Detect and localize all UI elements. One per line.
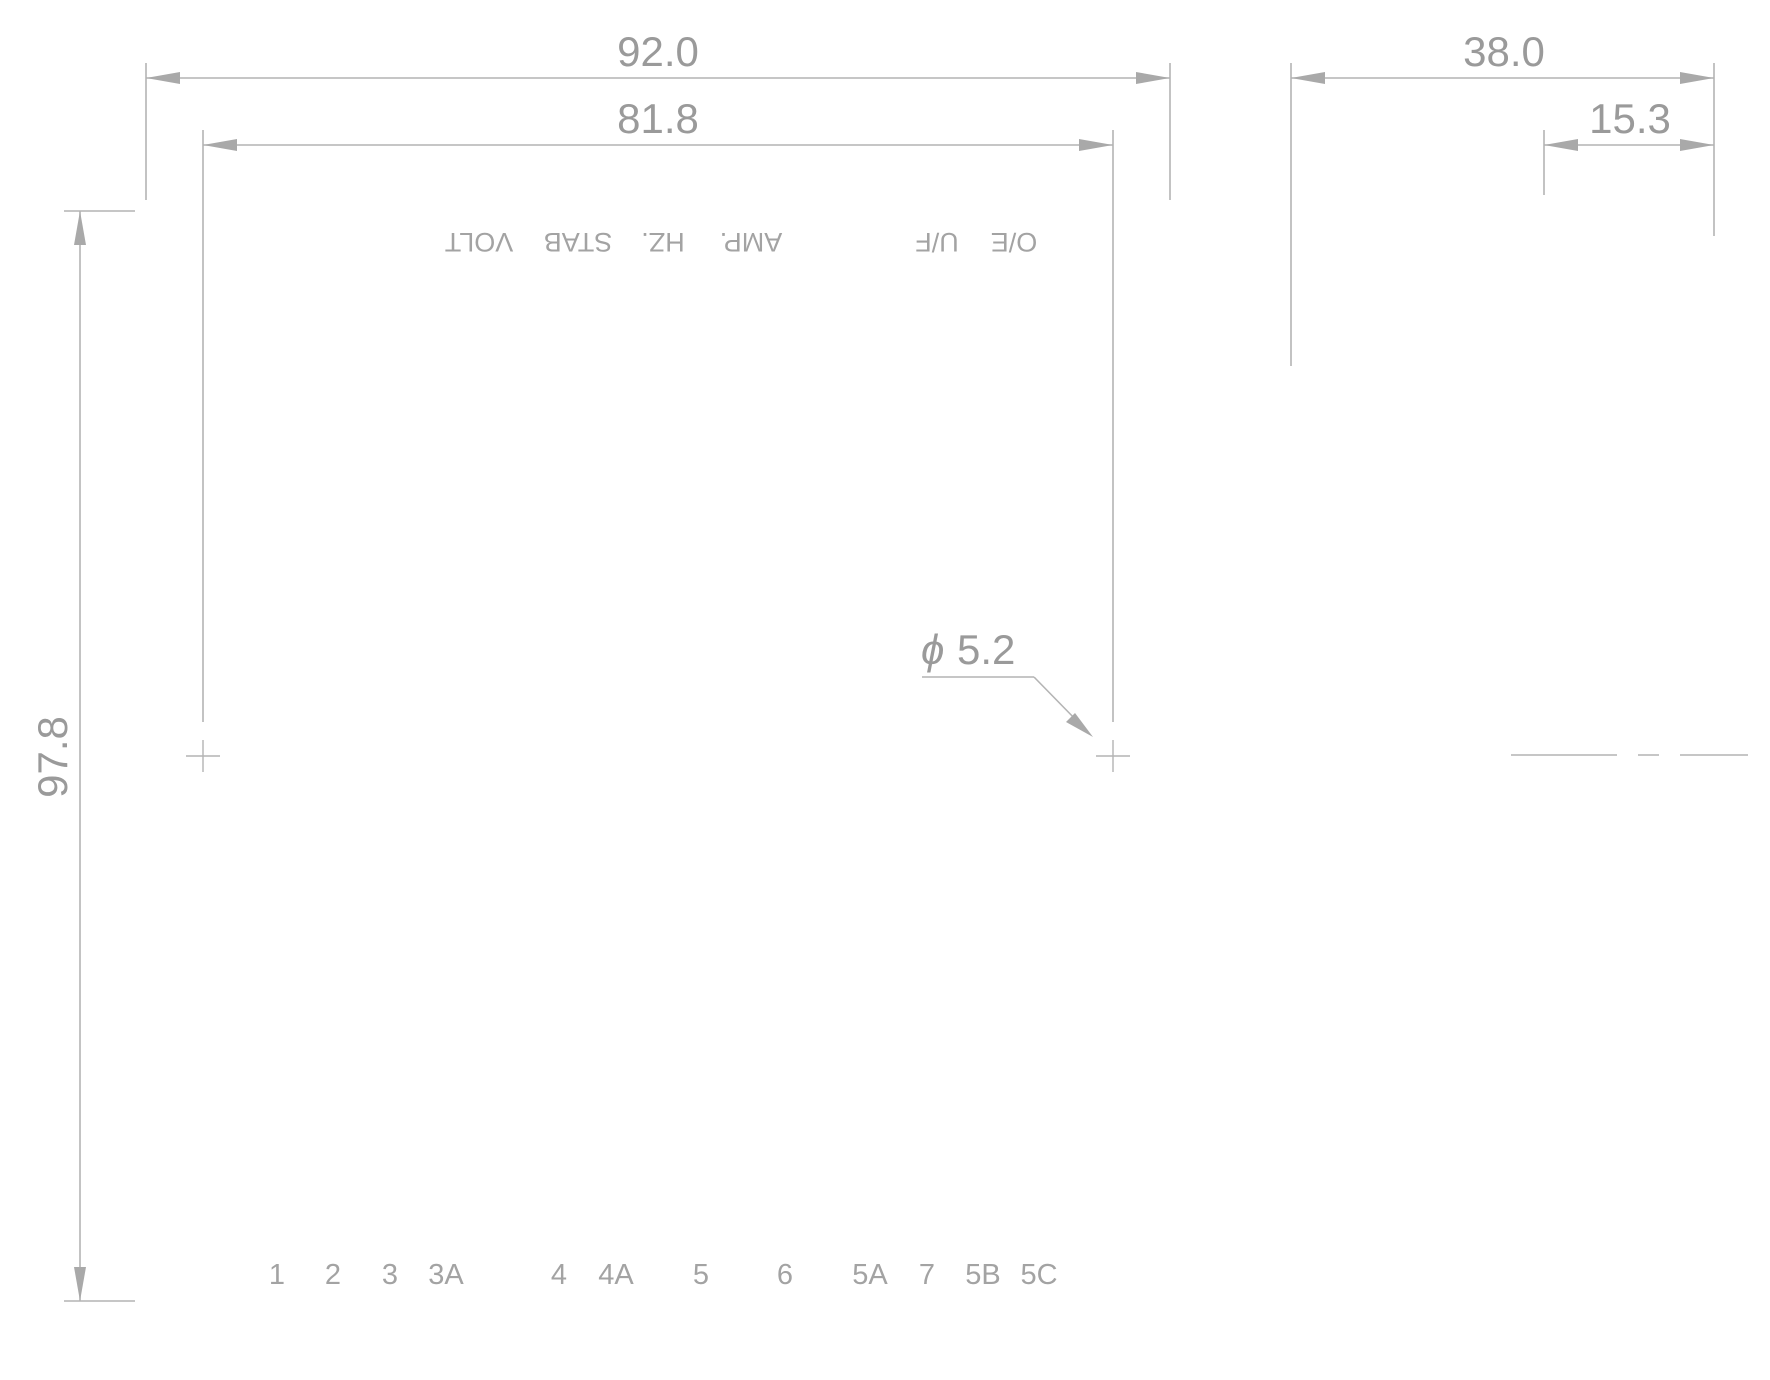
- hole-diameter-symbol: ϕ: [921, 626, 944, 673]
- dimension-hole-spacing: 81.8: [202, 95, 1114, 722]
- terminal-label: 5B: [965, 1259, 1000, 1291]
- terminal-label: 1: [269, 1259, 285, 1291]
- dimension-overall-width-value: 92.0: [617, 28, 699, 75]
- top-label-hz: HZ.: [641, 227, 685, 257]
- top-label-oe: O/E: [991, 227, 1038, 257]
- terminal-label: 2: [325, 1259, 341, 1291]
- terminal-label: 6: [777, 1259, 793, 1291]
- terminal-label: 4A: [598, 1259, 634, 1291]
- dimension-sub-depth-value: 15.3: [1589, 95, 1671, 142]
- dimension-depth: 38.0: [1290, 28, 1715, 366]
- top-label-uf: U/F: [915, 227, 959, 257]
- terminal-label: 5C: [1020, 1259, 1057, 1291]
- mounting-hole-right: [1096, 740, 1130, 772]
- hole-diameter-callout: ϕ 5.2: [921, 626, 1093, 737]
- terminal-label: 4: [551, 1259, 567, 1291]
- dimension-height: 97.8: [29, 210, 135, 1302]
- dimension-height-value: 97.8: [29, 716, 76, 798]
- hole-diameter-value: 5.2: [957, 626, 1015, 673]
- dimension-overall-width: 92.0: [145, 28, 1171, 200]
- terminal-label: 3A: [428, 1259, 464, 1291]
- terminal-label: 3: [382, 1259, 398, 1291]
- top-label-amp: AMP.: [720, 227, 783, 257]
- top-labels: VOLT STAB HZ. AMP. U/F O/E: [445, 227, 1038, 257]
- dimension-hole-spacing-value: 81.8: [617, 95, 699, 142]
- top-label-volt: VOLT: [445, 227, 514, 257]
- terminal-label: 5A: [852, 1259, 888, 1291]
- mounting-hole-left: [186, 740, 220, 772]
- terminal-labels: 1 2 3 3A 4 4A 5 6 5A 7 5B 5C: [269, 1259, 1058, 1291]
- terminal-label: 5: [693, 1259, 709, 1291]
- top-label-stab: STAB: [544, 227, 613, 257]
- dimension-depth-value: 38.0: [1463, 28, 1545, 75]
- dimension-sub-depth: 15.3: [1543, 95, 1714, 195]
- terminal-label: 7: [919, 1259, 935, 1291]
